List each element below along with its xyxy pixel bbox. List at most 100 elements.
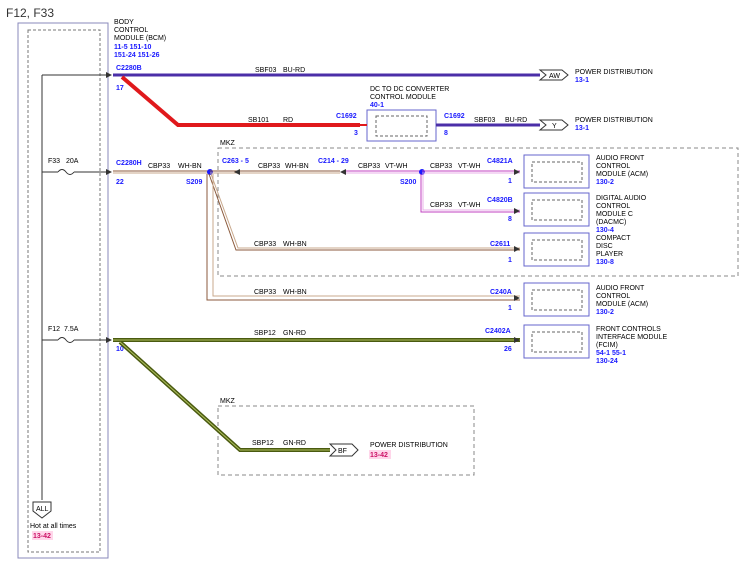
flag-bf-text: BF <box>338 448 347 455</box>
c4821a-label: C4821A <box>487 158 513 165</box>
pd-bf-ref-bg <box>369 450 391 459</box>
arrow-f12 <box>106 337 112 343</box>
wire-sbf03-right-color: BU-RD <box>505 117 527 124</box>
acm1-inner <box>531 161 583 183</box>
acm2-box <box>523 282 590 317</box>
arrow-top <box>106 72 112 78</box>
c1692-left-label: C1692 <box>336 113 357 120</box>
flag-y-text: Y <box>552 123 557 130</box>
fuse-box-inner <box>27 29 101 553</box>
pd-aw-label: POWER DISTRIBUTION <box>575 69 653 76</box>
bcm-name-1: BODY <box>114 19 134 26</box>
dacmc-name-4: (DACMC) <box>596 219 626 226</box>
wire-cbp33-d-circuit: CBP33 <box>430 163 452 170</box>
dcdc-name-2: CONTROL MODULE <box>370 94 436 101</box>
splice-s200 <box>419 169 425 175</box>
fcim-name-1: FRONT CONTROLS <box>596 326 661 333</box>
acm2-inner <box>531 289 583 311</box>
wire-cbp33-b-color: WH-BN <box>285 163 309 170</box>
wire-sbp12-b-stripe <box>119 341 330 451</box>
wire-cbp33-e-1 <box>420 174 520 213</box>
wire-cbp33-a-circuit: CBP33 <box>148 163 170 170</box>
s200-label: S200 <box>400 179 416 186</box>
dacmc-name-1: DIGITAL AUDIO <box>596 195 647 202</box>
hot-ref-bg <box>32 531 53 540</box>
fcim-box <box>523 324 590 359</box>
c1692-left-pin: 3 <box>354 130 358 137</box>
f33-rating: 20A <box>66 158 79 165</box>
wire-cbp33-g-1 <box>206 174 520 301</box>
pd-bf-label: POWER DISTRIBUTION <box>370 442 448 449</box>
c240a-pin: 1 <box>508 305 512 312</box>
cdp-name-1: COMPACT <box>596 235 631 242</box>
wire-sbf03-top-circuit: SBF03 <box>255 67 277 74</box>
hot-flag <box>32 501 52 519</box>
wire-sbf03-top-color: BU-RD <box>283 67 305 74</box>
mkz-region-lower <box>217 405 475 476</box>
wire-cbp33-g-2 <box>212 174 520 297</box>
wire-sbp12-a-circuit: SBP12 <box>254 330 276 337</box>
wire-cbp33-e-color: VT-WH <box>458 202 481 209</box>
c4821a-pin: 1 <box>508 178 512 185</box>
c2280h-pin: 22 <box>116 179 124 186</box>
hot-flag-text: ALL <box>36 506 49 513</box>
dcdc-ref: 40-1 <box>370 102 384 109</box>
wire-cbp33-e-2 <box>422 174 520 211</box>
cdp-ref: 130-8 <box>596 259 614 266</box>
c1692-right-pin: 8 <box>444 130 448 137</box>
dacmc-inner <box>531 199 583 221</box>
fcim-inner <box>531 331 583 353</box>
dacmc-box <box>523 192 590 227</box>
page-title: F12, F33 <box>6 6 54 20</box>
f33-name: F33 <box>48 158 60 165</box>
wire-cbp33-a-color: WH-BN <box>178 163 202 170</box>
fuse-box-outer <box>17 22 109 559</box>
dcdc-inner <box>375 115 428 137</box>
c4820b-label: C4820B <box>487 197 513 204</box>
acm2-name-2: CONTROL <box>596 293 630 300</box>
c1692-right-label: C1692 <box>444 113 465 120</box>
wire-cbp33-d-color: VT-WH <box>458 163 481 170</box>
pd-bf-ref: 13-42 <box>370 452 388 459</box>
acm2-name-1: AUDIO FRONT <box>596 285 645 292</box>
f12-rating: 7.5A <box>64 326 79 333</box>
wire-sb101 <box>120 75 360 127</box>
flag-aw-text: AW <box>549 73 560 80</box>
mkz-region-upper <box>217 147 739 277</box>
dcdc-name-1: DC TO DC CONVERTER <box>370 86 449 93</box>
acm1-name-3: MODULE (ACM) <box>596 171 648 178</box>
pd-aw-ref: 13-1 <box>575 77 589 84</box>
wire-cbp33-f-2 <box>210 173 520 249</box>
wire-sbp12-b <box>118 340 330 452</box>
cdp-box <box>523 232 590 267</box>
wire-cbp33-c-color: VT-WH <box>385 163 408 170</box>
hot-label: Hot at all times <box>30 523 77 530</box>
arrow-f33 <box>106 169 112 175</box>
f33-fuse-icon <box>57 169 75 175</box>
c2402a-pin: 26 <box>504 346 512 353</box>
fcim-name-3: (FCIM) <box>596 342 618 349</box>
c2611-label: C2611 <box>490 241 510 248</box>
wire-sb101-circuit: SB101 <box>248 117 269 124</box>
acm2-ref: 130-2 <box>596 309 614 316</box>
bcm-name-2: CONTROL <box>114 27 148 34</box>
splice-s209 <box>207 169 213 175</box>
wire-sbp12-b-color: GN-RD <box>283 440 306 447</box>
c2611-pin: 1 <box>508 257 512 264</box>
f12-fuse-icon <box>57 337 75 343</box>
cdp-inner <box>531 239 583 261</box>
cdp-name-2: DISC <box>596 243 613 250</box>
c214-label: C214 - 29 <box>318 158 349 165</box>
f12-name: F12 <box>48 326 60 333</box>
acm1-box <box>523 154 590 189</box>
cdp-name-3: PLAYER <box>596 251 623 258</box>
c263-label: C263 - 5 <box>222 158 249 165</box>
wire-cbp33-f-circuit: CBP33 <box>254 241 276 248</box>
c4820b-pin: 8 <box>508 216 512 223</box>
wire-cbp33-g-circuit: CBP33 <box>254 289 276 296</box>
dacmc-ref: 130-4 <box>596 227 614 234</box>
c2280b-pin: 17 <box>116 85 124 92</box>
wire-cbp33-b-circuit: CBP33 <box>258 163 280 170</box>
pd-y-ref: 13-1 <box>575 125 589 132</box>
